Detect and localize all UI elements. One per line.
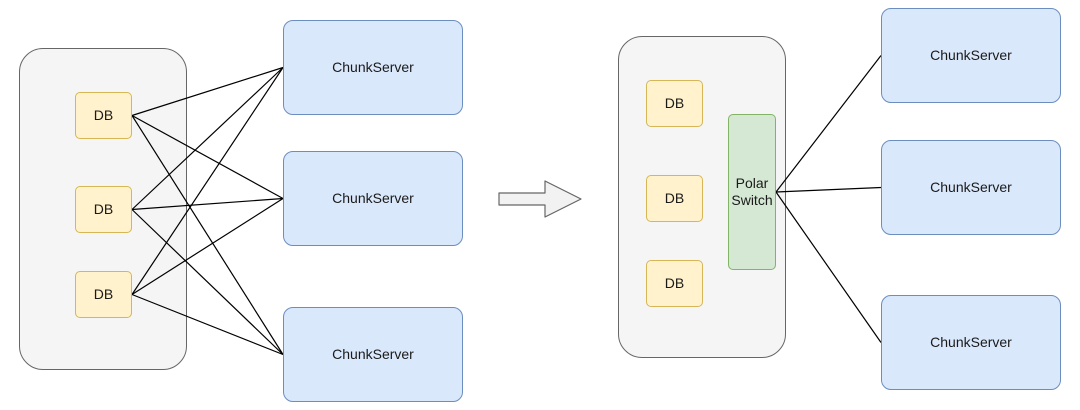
right-arrow-icon <box>498 180 582 218</box>
chunkserver-node: ChunkServer <box>881 295 1061 390</box>
edges-after <box>775 55 882 343</box>
polar-switch-node: Polar Switch <box>728 114 776 270</box>
db-node: DB <box>75 271 132 318</box>
chunkserver-node: ChunkServer <box>283 151 463 246</box>
chunkserver-node: ChunkServer <box>283 20 463 115</box>
chunkserver-node: ChunkServer <box>283 307 463 402</box>
switch-to-chunkserver-edge <box>775 191 882 343</box>
db-node: DB <box>646 80 703 127</box>
switch-to-chunkserver-edge <box>775 55 882 193</box>
chunkserver-node: ChunkServer <box>881 8 1061 103</box>
db-node: DB <box>75 186 132 233</box>
db-node: DB <box>75 92 132 139</box>
switch-to-chunkserver-edge <box>775 186 882 193</box>
db-node: DB <box>646 260 703 307</box>
db-node: DB <box>646 175 703 222</box>
chunkserver-node: ChunkServer <box>881 140 1061 235</box>
